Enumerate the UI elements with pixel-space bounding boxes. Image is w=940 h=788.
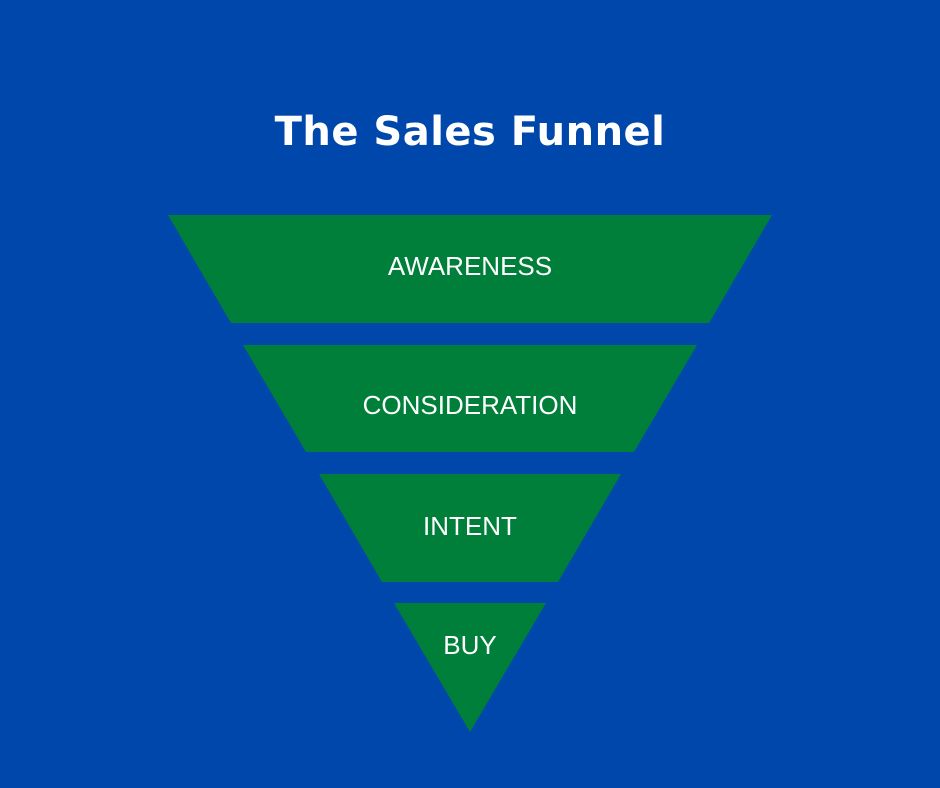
funnel-stage-awareness: AWARENESS: [168, 215, 772, 323]
funnel-stage-intent-label: INTENT: [423, 511, 517, 541]
funnel-stage-intent: INTENT: [319, 474, 621, 582]
diagram-title: The Sales Funnel: [274, 109, 666, 155]
funnel-stage-consideration: CONSIDERATION: [243, 345, 697, 452]
funnel-stage-consideration-label: CONSIDERATION: [363, 390, 578, 420]
funnel-stage-awareness-shape: [168, 215, 772, 323]
funnel-stage-buy: BUY: [394, 603, 546, 732]
funnel-stage-intent-shape: [319, 474, 621, 582]
funnel-stage-consideration-shape: [243, 345, 697, 452]
funnel-stage-buy-label: BUY: [443, 630, 496, 660]
funnel-stage-buy-shape: [394, 603, 546, 732]
funnel-stage-awareness-label: AWARENESS: [388, 251, 552, 281]
